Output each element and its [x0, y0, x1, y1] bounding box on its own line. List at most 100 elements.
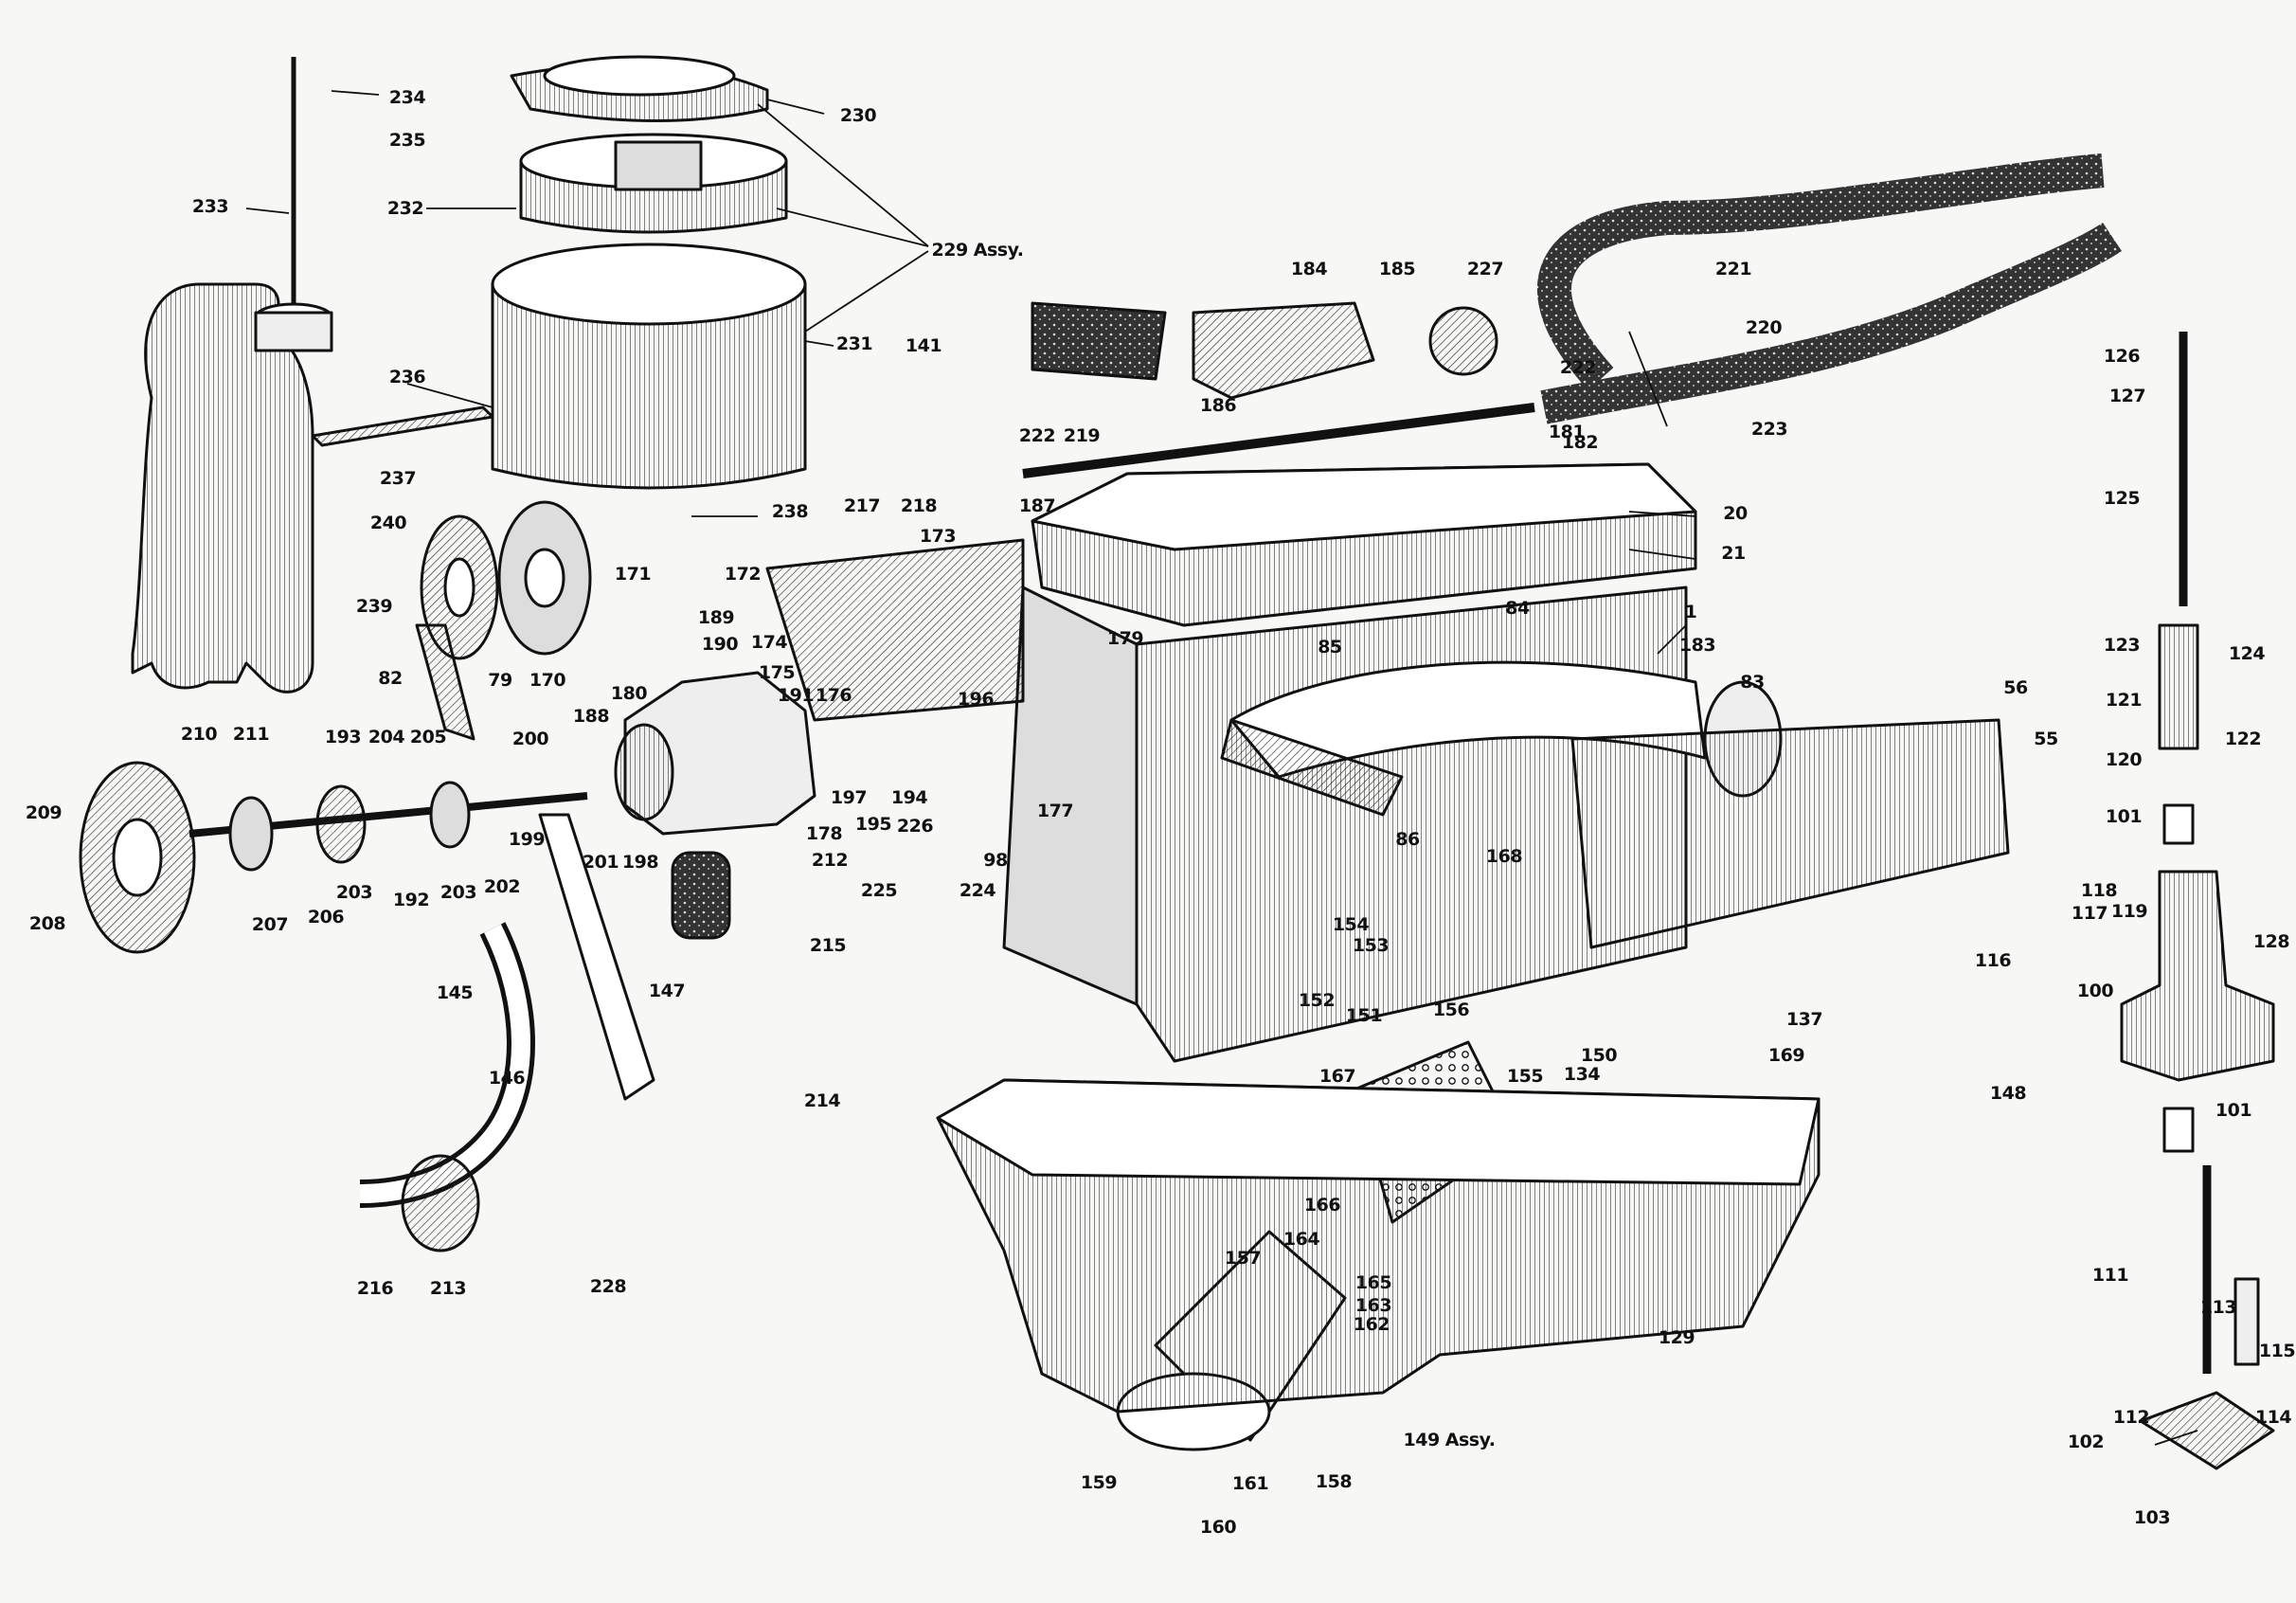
- part-label: 152: [1298, 990, 1336, 1011]
- part-label: 190: [701, 634, 739, 655]
- part-label: 203: [335, 882, 373, 903]
- part-label: 179: [1106, 628, 1144, 649]
- part-label: 221: [1714, 259, 1752, 279]
- part-label: 167: [1318, 1066, 1356, 1087]
- part-label: 201: [582, 852, 619, 873]
- part-label: 121: [2105, 690, 2143, 711]
- part-label: 202: [483, 876, 521, 897]
- part-label: 194: [890, 787, 928, 808]
- part-label: 84: [1505, 598, 1530, 619]
- part-label: 174: [750, 632, 788, 653]
- part-label: 86: [1395, 829, 1420, 850]
- part-label: 223: [1750, 419, 1788, 440]
- part-label: 20: [1723, 503, 1748, 524]
- part-label: 85: [1318, 637, 1342, 657]
- part-label: 228: [589, 1276, 627, 1297]
- part-label: 162: [1353, 1314, 1390, 1335]
- part-label: 157: [1224, 1248, 1262, 1269]
- part-label: 98: [983, 850, 1008, 871]
- part-label: 148: [1989, 1083, 2027, 1104]
- part-label: 216: [356, 1278, 394, 1299]
- part-label: 134: [1563, 1064, 1601, 1085]
- part-label: 234: [388, 87, 426, 108]
- part-label: 229 Assy.: [931, 240, 1024, 261]
- part-label: 192: [392, 890, 430, 910]
- part-label: 180: [610, 683, 648, 704]
- part-label: 196: [957, 689, 995, 710]
- part-label: 168: [1485, 846, 1523, 867]
- part-label: 151: [1345, 1005, 1383, 1026]
- part-label: 172: [724, 564, 762, 585]
- part-label: 215: [809, 935, 847, 956]
- part-label: 219: [1063, 425, 1101, 446]
- part-label: 208: [28, 913, 66, 934]
- part-label: 146: [488, 1068, 526, 1089]
- part-label: 119: [2110, 901, 2148, 922]
- part-label: 125: [2103, 488, 2141, 509]
- part-label: 100: [2076, 981, 2114, 1001]
- part-label: 128: [2252, 931, 2290, 952]
- part-label: 164: [1283, 1229, 1320, 1250]
- part-label: 186: [1199, 395, 1237, 416]
- part-label: 181: [1548, 422, 1586, 442]
- part-label: 213: [429, 1278, 467, 1299]
- part-label: 240: [369, 513, 407, 533]
- part-label: 101: [2215, 1100, 2252, 1121]
- part-label: 159: [1080, 1472, 1118, 1493]
- part-label: 116: [1974, 950, 2012, 971]
- part-label: 113: [2199, 1297, 2237, 1318]
- part-label: 82: [378, 668, 403, 689]
- part-label: 214: [803, 1090, 841, 1111]
- part-label: 150: [1580, 1045, 1618, 1066]
- part-label: 115: [2258, 1341, 2296, 1361]
- part-label: 79: [488, 670, 512, 691]
- part-label: 189: [697, 607, 735, 628]
- part-label: 155: [1506, 1066, 1544, 1087]
- part-label: 232: [386, 198, 424, 219]
- part-label: 204: [368, 727, 405, 747]
- part-label: 120: [2105, 749, 2143, 770]
- part-label: 218: [900, 495, 938, 516]
- part-label: 207: [251, 914, 289, 935]
- part-label: 176: [815, 685, 852, 706]
- part-label: 171: [614, 564, 652, 585]
- part-label: 111: [2091, 1265, 2129, 1286]
- part-label: 178: [805, 823, 843, 844]
- part-label: 173: [919, 526, 957, 547]
- part-label: 129: [1658, 1327, 1695, 1348]
- part-label: 1: [1684, 602, 1697, 622]
- part-label: 206: [307, 907, 345, 928]
- part-label: 222: [1559, 357, 1597, 378]
- part-label: 193: [324, 727, 362, 747]
- part-label: 137: [1785, 1009, 1823, 1030]
- part-label: 55: [2034, 729, 2058, 749]
- part-label: 102: [2067, 1432, 2105, 1452]
- part-label: 156: [1432, 1000, 1470, 1020]
- part-label: 153: [1352, 935, 1390, 956]
- part-label: 225: [860, 880, 898, 901]
- part-label: 21: [1721, 543, 1746, 564]
- part-label: 205: [409, 727, 447, 747]
- part-label: 230: [839, 105, 877, 126]
- part-label: 212: [811, 850, 849, 871]
- part-label: 237: [379, 468, 417, 489]
- part-label: 197: [830, 787, 868, 808]
- part-label: 211: [232, 724, 270, 745]
- part-label: 227: [1466, 259, 1504, 279]
- part-label: 161: [1231, 1473, 1269, 1494]
- part-label: 154: [1332, 914, 1370, 935]
- part-label: 122: [2224, 729, 2262, 749]
- part-label: 177: [1036, 801, 1074, 821]
- part-label: 101: [2105, 806, 2143, 827]
- part-label: 118: [2080, 880, 2118, 901]
- part-label: 158: [1315, 1471, 1353, 1492]
- part-label: 188: [572, 706, 610, 727]
- part-label: 224: [959, 880, 996, 901]
- part-label: 222: [1018, 425, 1056, 446]
- part-label: 217: [843, 495, 881, 516]
- part-label: 112: [2112, 1407, 2150, 1428]
- part-label: 209: [25, 802, 63, 823]
